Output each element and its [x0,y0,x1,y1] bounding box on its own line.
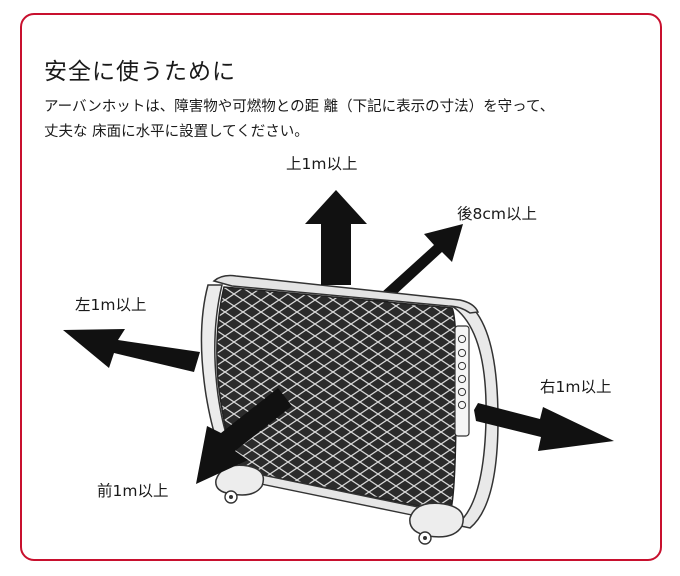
description: アーバンホットは、障害物や可燃物との距 離（下記に表示の寸法）を守って、 丈夫な… [44,95,654,145]
section-title: 安全に使うために [44,59,236,85]
front-arrow [196,388,292,484]
card-frame [20,13,662,561]
label-top: 上1m以上 [286,155,358,173]
back-arrow [371,224,463,310]
right-foot [409,502,464,538]
top-arrow [305,190,367,285]
label-front: 前1m以上 [97,482,169,500]
label-back: 後8cm以上 [457,205,537,223]
control-button-icon [457,400,467,410]
label-right: 右1m以上 [540,378,612,396]
right-arrow [474,403,614,451]
label-left: 左1m以上 [75,296,147,314]
description-line-2: 丈夫な 床面に水平に設置してください。 [44,124,309,140]
panel-heater [200,274,499,545]
control-button-icon [457,348,467,358]
control-button-icon [457,387,467,397]
left-arrow [63,329,200,372]
control-button-icon [457,374,467,384]
power-icon [457,334,467,344]
control-button-icon [457,361,467,371]
description-line-1: アーバンホットは、障害物や可燃物との距 離（下記に表示の寸法）を守って、 [44,99,555,115]
